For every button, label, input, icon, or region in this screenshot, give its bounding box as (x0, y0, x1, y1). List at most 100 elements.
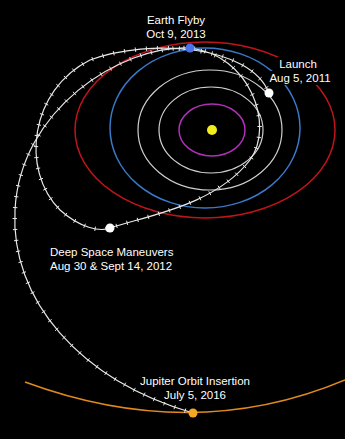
trajectory-tick (168, 46, 169, 50)
trajectory-tick (251, 70, 254, 73)
mercury-orbit (179, 104, 245, 156)
trajectory-tick (199, 196, 201, 200)
trajectory-tick (222, 54, 223, 58)
trajectory-tick (161, 48, 163, 52)
trajectory-tick (258, 77, 261, 80)
trajectory-tick (179, 205, 181, 209)
trajectory-tick (116, 224, 117, 228)
trajectory-tick (13, 207, 17, 208)
event-name: Launch (277, 57, 319, 71)
trajectory-tick (82, 85, 85, 88)
trajectory-tick (49, 197, 53, 199)
trajectory-tick (105, 371, 107, 375)
trajectory-tick (174, 405, 175, 409)
launch-point (265, 89, 274, 98)
trajectory-tick (26, 282, 30, 284)
trajectory-tick (19, 175, 23, 176)
trajectory-tick (250, 94, 254, 96)
sun (207, 125, 217, 135)
trajectory-tick (43, 125, 47, 128)
trajectory-tick (14, 240, 18, 242)
trajectory-tick (31, 144, 35, 146)
trajectory-tick (135, 47, 137, 51)
event-name: Jupiter Orbit Insertion (138, 374, 252, 388)
trajectory-tick (50, 116, 53, 119)
event-date: Oct 9, 2013 (144, 27, 207, 41)
trajectory-tick (265, 87, 269, 89)
trajectory-tick (13, 218, 17, 219)
trajectory-tick (113, 51, 115, 55)
trajectory-tick (82, 62, 84, 66)
trajectory-tick (140, 53, 141, 57)
trajectory-tick (14, 196, 18, 198)
trajectory-tick (100, 72, 102, 76)
trajectory-tick (124, 49, 126, 53)
trajectory-tick (189, 201, 191, 205)
trajectory-tick (209, 191, 211, 195)
trajectory-tick (223, 59, 225, 63)
trajectory-tick (34, 157, 38, 158)
trajectory-tick (78, 351, 81, 354)
trajectory-tick (146, 46, 147, 50)
event-name: Earth Flyby (145, 13, 207, 27)
cruise-trajectory (36, 48, 269, 229)
trajectory-tick (245, 84, 249, 86)
trajectory-tick (56, 206, 59, 209)
inner-orbit (159, 87, 263, 173)
trajectory-tick (36, 167, 40, 169)
trajectory-tick (211, 51, 212, 55)
jupiter-arrival-point (189, 409, 198, 418)
trajectory-tick (232, 58, 234, 62)
mars-orbit (75, 42, 335, 218)
trajectory-tick (124, 383, 126, 387)
trajectory-tick (74, 219, 76, 223)
trajectory-tick (16, 185, 20, 187)
trajectory-tick (65, 99, 68, 102)
trajectory-tick (218, 186, 220, 190)
trajectory-tick (16, 250, 20, 252)
trajectory-tick (227, 180, 230, 183)
trajectory-tick (239, 74, 242, 77)
event-date: Aug 5, 2011 (267, 71, 332, 85)
trajectory-tick (184, 409, 185, 413)
trajectory-tick (143, 393, 145, 397)
trajectory-tick (257, 137, 261, 139)
trajectory-tick (62, 336, 65, 339)
event-date: Aug 30 & Sept 14, 2012 (48, 259, 174, 273)
trajectory-tick (64, 213, 67, 216)
venus-orbit (138, 70, 282, 190)
trajectory-tick (148, 215, 149, 219)
trajectory-tick (242, 63, 244, 67)
trajectory-tick (243, 165, 246, 168)
trajectory-tick (119, 62, 121, 66)
trajectory-tick (183, 46, 184, 50)
trajectory-tick (250, 157, 254, 159)
trajectory-tick (114, 377, 116, 381)
trajectory-tick (39, 178, 43, 179)
trajectory-tick (110, 67, 112, 71)
trajectory-tick (133, 388, 135, 392)
trajectory-tick (94, 227, 96, 231)
trajectory-tick (257, 126, 261, 127)
trajectory-tick (36, 301, 40, 303)
trajectory-tick (200, 49, 202, 53)
trajectory-tick (73, 92, 76, 95)
trajectory-tick (57, 107, 60, 110)
trajectory-tick (254, 104, 258, 105)
cruise-trajectory (15, 48, 193, 413)
trajectory-tick (18, 261, 22, 262)
trajectory-tick (42, 311, 46, 313)
trajectory-tick (254, 147, 258, 148)
trajectory-tick (37, 124, 41, 125)
trajectory-tick (158, 212, 159, 216)
trajectory-tick (13, 229, 17, 230)
event-name: Deep Space Maneuvers (48, 245, 175, 259)
trajectory-tick (235, 173, 238, 176)
trajectory-tick (96, 365, 99, 369)
trajectory-tick (26, 154, 30, 156)
trajectory-tick (153, 397, 155, 401)
trajectory-tick (127, 221, 128, 225)
earth-flyby-point (186, 44, 195, 53)
trajectory-tick (40, 114, 44, 115)
